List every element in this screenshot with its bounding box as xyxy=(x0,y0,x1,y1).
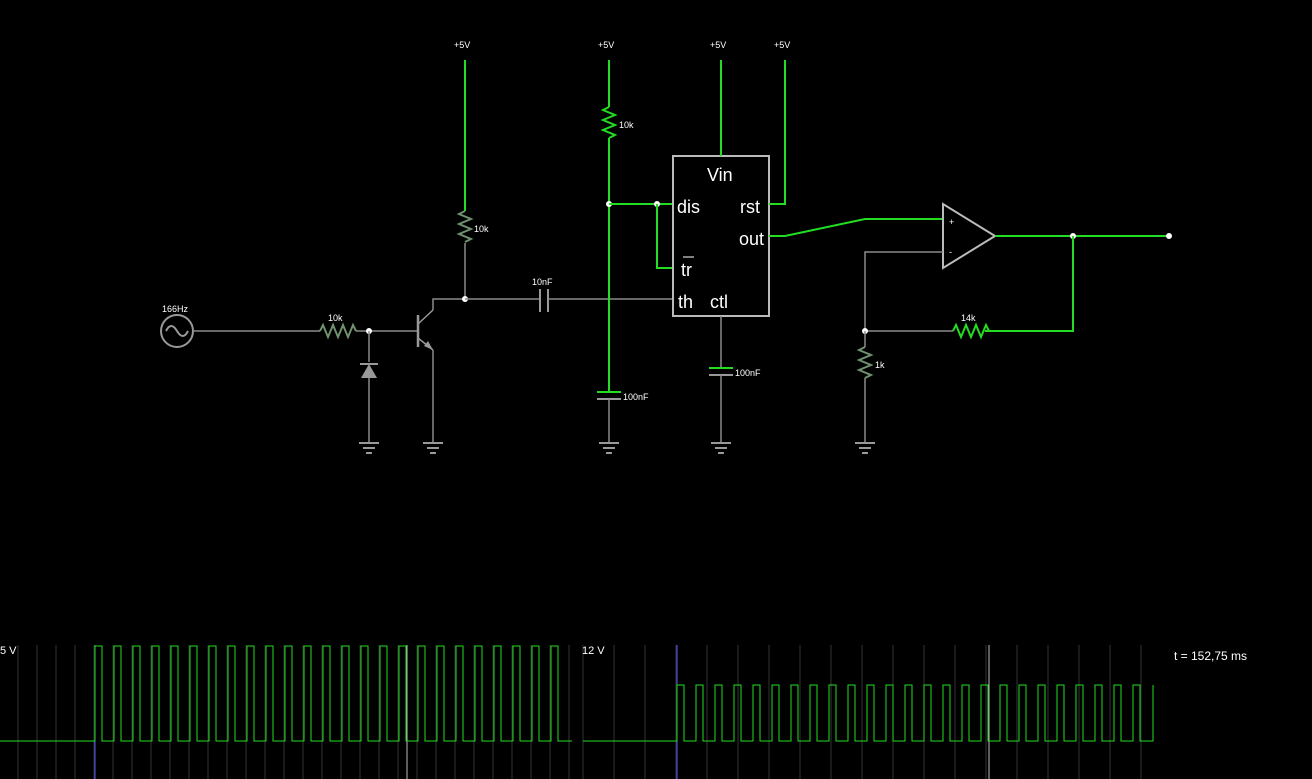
resistor-input[interactable] xyxy=(319,322,357,340)
timer-out-label: out xyxy=(739,229,764,249)
scope-right[interactable] xyxy=(582,645,1154,779)
capacitor-ctl[interactable] xyxy=(709,367,733,376)
r-ground-label: 1k xyxy=(875,360,885,370)
timer-dis-label: dis xyxy=(677,197,700,217)
ground-symbol-2 xyxy=(423,442,443,454)
scope-left-scale: 5 V xyxy=(0,645,17,657)
wire-tr xyxy=(656,204,673,269)
scope-left[interactable] xyxy=(0,645,572,779)
scope-right-scale: 12 V xyxy=(582,645,605,657)
r-feedback-label: 14k xyxy=(961,313,976,323)
opamp-minus-label: - xyxy=(949,247,952,257)
supply-label-1: +5V xyxy=(454,40,470,50)
c-timing-label: 100nF xyxy=(623,392,649,402)
timer-rst-label: rst xyxy=(740,197,760,217)
c-ctl-label: 100nF xyxy=(735,368,761,378)
op-amp[interactable] xyxy=(942,202,997,270)
ground-symbol-3 xyxy=(599,442,619,454)
r-pullup-label: 10k xyxy=(619,120,634,130)
c-coupling-label: 10nF xyxy=(532,277,553,287)
r-input-label: 10k xyxy=(328,313,343,323)
scope-right-trace xyxy=(583,684,1154,742)
source-label: 166Hz xyxy=(162,304,189,314)
output-terminal[interactable] xyxy=(1166,233,1172,239)
resistor-feedback[interactable] xyxy=(952,322,990,340)
ground-symbol-1 xyxy=(359,442,379,454)
resistor-pullup[interactable] xyxy=(600,106,618,139)
supply-label-3: +5V xyxy=(710,40,726,50)
wire-feedback[interactable] xyxy=(985,236,1074,332)
npn-transistor[interactable] xyxy=(416,309,434,351)
ground-symbol-5 xyxy=(855,442,875,454)
capacitor-coupling[interactable] xyxy=(539,289,549,312)
circuit-schematic[interactable]: +5V +5V +5V +5V 166Hz 10k xyxy=(0,0,1312,620)
timer-tr-label: tr xyxy=(681,260,692,280)
ac-source[interactable] xyxy=(160,314,194,348)
supply-label-2: +5V xyxy=(598,40,614,50)
opamp-plus-label: + xyxy=(949,217,954,227)
resistor-ground[interactable] xyxy=(856,346,874,379)
wire-out[interactable] xyxy=(769,218,943,237)
resistor-collector[interactable] xyxy=(456,210,474,243)
wire-collector[interactable] xyxy=(432,298,465,310)
scope-panel[interactable]: 5 V 12 V xyxy=(0,630,1312,779)
diode[interactable] xyxy=(360,363,378,378)
capacitor-timing[interactable] xyxy=(597,391,621,400)
wire-supply-4[interactable] xyxy=(769,60,786,205)
timer-ctl-label: ctl xyxy=(710,292,728,312)
timer-vin-label: Vin xyxy=(707,165,733,185)
time-readout: t = 152,75 ms xyxy=(1174,649,1248,663)
wire-inverting[interactable] xyxy=(864,251,943,331)
r-collector-label: 10k xyxy=(474,224,489,234)
supply-label-4: +5V xyxy=(774,40,790,50)
timer-th-label: th xyxy=(678,292,693,312)
scope-left-trace xyxy=(0,645,572,742)
ground-symbol-4 xyxy=(711,442,731,454)
